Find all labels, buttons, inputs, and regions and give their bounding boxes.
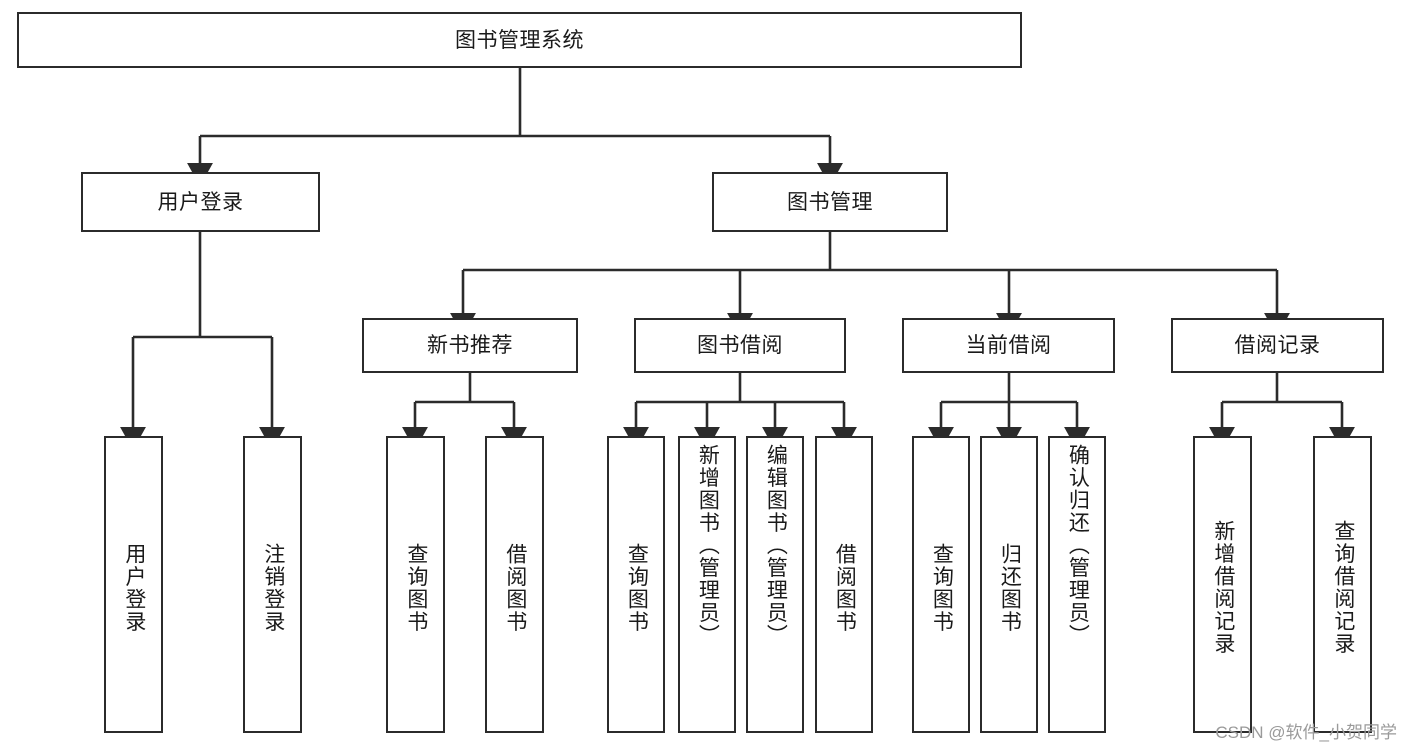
- node-label: 用户登录: [157, 190, 244, 214]
- node-new-book-recommend[interactable]: 新书推荐: [362, 318, 578, 373]
- node-leaf-borrow-book-2[interactable]: 借阅图书: [815, 436, 873, 733]
- node-user-login[interactable]: 用户登录: [81, 172, 320, 232]
- node-label: 借阅图书: [503, 542, 527, 633]
- node-label: 新增借阅记录: [1211, 520, 1235, 655]
- node-leaf-logout-login[interactable]: 注销登录: [243, 436, 302, 733]
- node-current-borrow[interactable]: 当前借阅: [902, 318, 1115, 373]
- node-book-manage[interactable]: 图书管理: [712, 172, 948, 232]
- node-label: 新书推荐: [427, 334, 513, 357]
- node-borrow-record[interactable]: 借阅记录: [1171, 318, 1384, 373]
- node-label: 图书借阅: [697, 334, 783, 357]
- node-label: 归还图书: [998, 542, 1022, 633]
- node-label: 当前借阅: [965, 334, 1052, 357]
- node-leaf-edit-book[interactable]: 编辑图书（管理员）: [746, 436, 804, 733]
- node-leaf-return-book[interactable]: 归还图书: [980, 436, 1038, 733]
- node-label: 借阅记录: [1234, 334, 1321, 357]
- node-leaf-user-login[interactable]: 用户登录: [104, 436, 163, 733]
- node-root-system[interactable]: 图书管理系统: [17, 12, 1022, 68]
- node-label: 编辑图书（管理员）: [764, 444, 788, 647]
- node-label: 查询借阅记录: [1331, 520, 1355, 655]
- node-book-borrow[interactable]: 图书借阅: [634, 318, 846, 373]
- node-label: 用户登录: [122, 542, 146, 633]
- node-leaf-query-book-1[interactable]: 查询图书: [386, 436, 445, 733]
- node-label: 借阅图书: [833, 542, 857, 633]
- node-leaf-query-record[interactable]: 查询借阅记录: [1313, 436, 1372, 733]
- node-leaf-query-book-2[interactable]: 查询图书: [607, 436, 665, 733]
- node-label: 图书管理系统: [455, 28, 584, 52]
- node-label: 新增图书（管理员）: [696, 444, 720, 647]
- node-leaf-add-record[interactable]: 新增借阅记录: [1193, 436, 1252, 733]
- node-leaf-borrow-book-1[interactable]: 借阅图书: [485, 436, 544, 733]
- node-leaf-query-book-3[interactable]: 查询图书: [912, 436, 970, 733]
- node-leaf-add-book[interactable]: 新增图书（管理员）: [678, 436, 736, 733]
- node-leaf-confirm-return[interactable]: 确认归还（管理员）: [1048, 436, 1106, 733]
- node-label: 确认归还（管理员）: [1066, 444, 1090, 647]
- node-label: 图书管理: [787, 190, 873, 214]
- node-label: 查询图书: [930, 542, 954, 633]
- node-label: 注销登录: [261, 542, 285, 633]
- node-label: 查询图书: [625, 542, 649, 633]
- node-label: 查询图书: [404, 542, 428, 633]
